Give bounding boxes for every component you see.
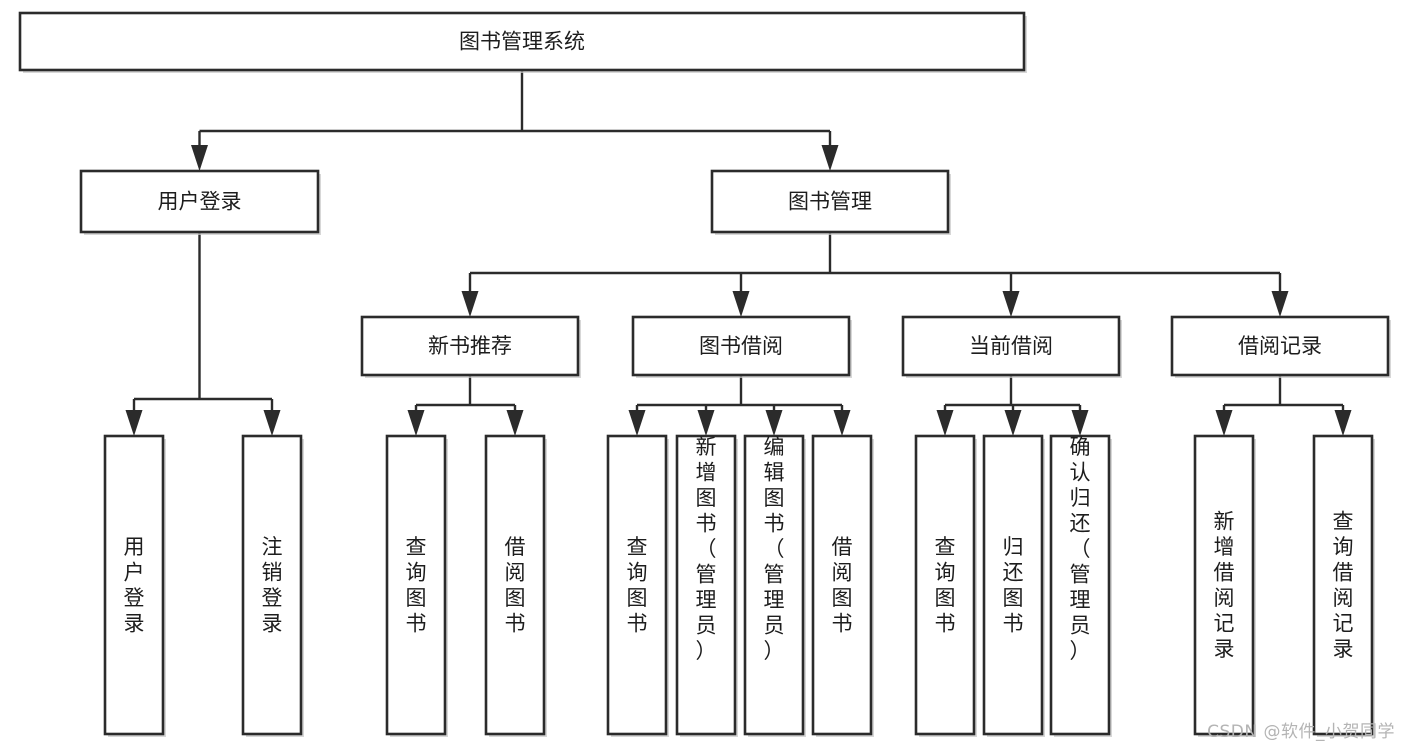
edge-group-user-login: [125, 232, 281, 436]
node-leaf-user-login[interactable]: 用户登录: [103, 434, 166, 737]
edge-group-current-borrow: [936, 375, 1089, 436]
node-leaf-query-book-2[interactable]: 查询图书: [606, 434, 669, 737]
node-label: 用户登录: [124, 535, 145, 636]
node-user-login[interactable]: 用户登录: [79, 169, 321, 235]
node-label: 归还图书: [1003, 535, 1024, 636]
node-label: 图书管理系统: [459, 30, 585, 54]
node-label: 查询图书: [627, 535, 648, 636]
node-borrow-record[interactable]: 借阅记录: [1170, 315, 1391, 378]
edge-group-root: [191, 70, 839, 171]
node-book-manage[interactable]: 图书管理: [710, 169, 951, 235]
edge-group-new-book-rec: [407, 375, 524, 436]
edge-group-borrow-record: [1215, 375, 1352, 436]
node-label: 图书借阅: [699, 334, 783, 358]
node-label: 查询借阅记录: [1333, 509, 1354, 661]
node-label: 查询图书: [935, 535, 956, 636]
node-current-borrow[interactable]: 当前借阅: [901, 315, 1122, 378]
node-book-borrow[interactable]: 图书借阅: [631, 315, 852, 378]
nodes-layer: 图书管理系统用户登录图书管理新书推荐图书借阅当前借阅借阅记录用户登录注销登录查询…: [18, 11, 1391, 737]
node-leaf-borrow-book-2[interactable]: 借阅图书: [811, 434, 874, 737]
node-leaf-edit-book[interactable]: 编辑图书（管理员）: [743, 434, 806, 737]
node-label: 借阅图书: [505, 535, 526, 636]
node-root[interactable]: 图书管理系统: [18, 11, 1027, 73]
node-label: 注销登录: [262, 535, 283, 636]
node-leaf-confirm-return[interactable]: 确认归还（管理员）: [1049, 434, 1112, 737]
node-leaf-borrow-book-1[interactable]: 借阅图书: [484, 434, 547, 737]
node-leaf-add-record[interactable]: 新增借阅记录: [1193, 434, 1256, 737]
node-label: 新增图书（管理员）: [696, 435, 717, 663]
node-leaf-logout[interactable]: 注销登录: [241, 434, 304, 737]
node-leaf-return-book[interactable]: 归还图书: [982, 434, 1045, 737]
node-label: 用户登录: [158, 190, 242, 214]
edge-group-book-manage: [461, 232, 1289, 317]
node-label: 新增借阅记录: [1214, 509, 1235, 661]
node-label: 查询图书: [406, 535, 427, 636]
node-leaf-query-book-1[interactable]: 查询图书: [385, 434, 448, 737]
node-label: 编辑图书（管理员）: [764, 435, 785, 663]
node-leaf-add-book[interactable]: 新增图书（管理员）: [675, 434, 738, 737]
node-label: 借阅记录: [1238, 334, 1322, 358]
node-label: 图书管理: [788, 190, 872, 214]
node-label: 新书推荐: [428, 334, 512, 358]
node-label: 确认归还（管理员）: [1070, 435, 1091, 663]
node-leaf-query-book-3[interactable]: 查询图书: [914, 434, 977, 737]
edge-group-book-borrow: [628, 375, 851, 436]
node-leaf-query-record[interactable]: 查询借阅记录: [1312, 434, 1375, 737]
node-label: 当前借阅: [969, 334, 1053, 358]
edges-layer: [125, 70, 1352, 436]
node-label: 借阅图书: [832, 535, 853, 636]
node-new-book-rec[interactable]: 新书推荐: [360, 315, 581, 378]
